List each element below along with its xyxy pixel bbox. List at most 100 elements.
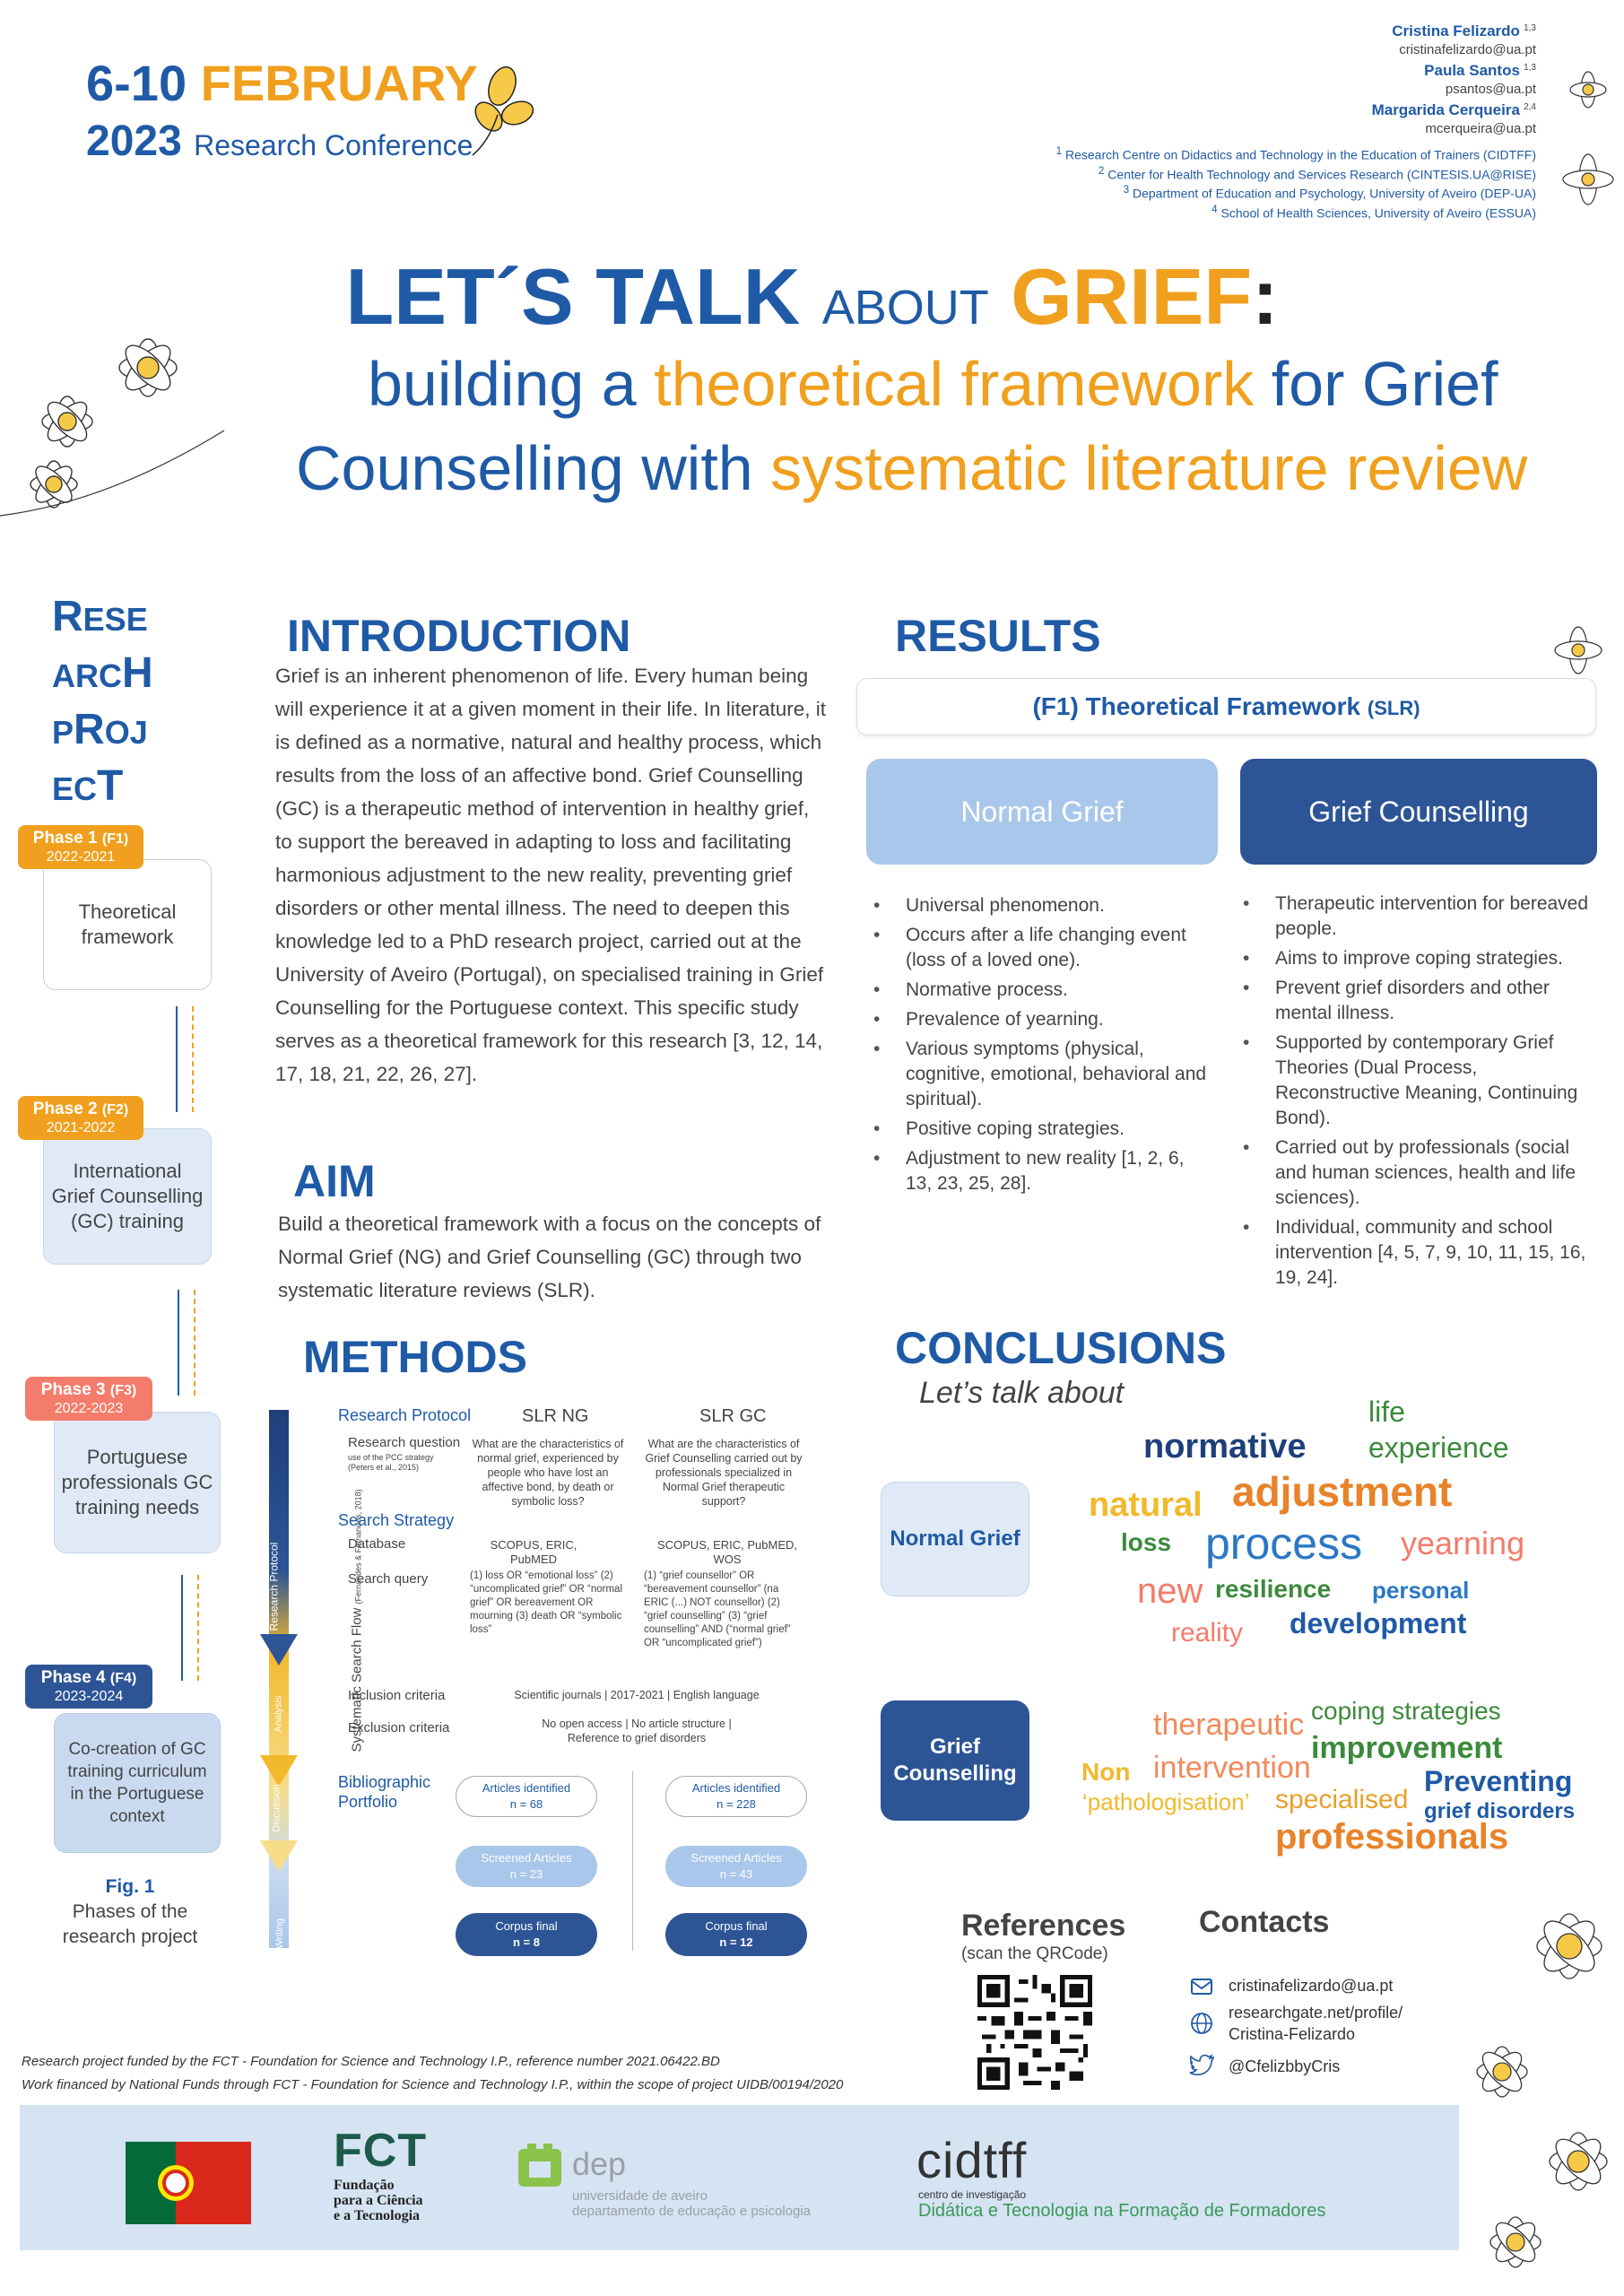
list-item: Normative process. — [873, 978, 1214, 1003]
list-item: Positive coping strategies. — [873, 1117, 1214, 1142]
db-ng: SCOPUS, ERIC, PubMED — [490, 1538, 578, 1566]
col-slr-ng: SLR NG — [522, 1406, 589, 1426]
word-non: Non — [1081, 1758, 1131, 1786]
word-intervention: intervention — [1153, 1751, 1311, 1785]
aim-text: Build a theoretical framework with a foc… — [278, 1213, 821, 1301]
list-item: Universal phenomenon. — [873, 893, 1214, 918]
contact-researchgate[interactable]: researchgate.net/profile/Cristina-Feliza… — [1229, 2004, 1403, 2043]
phase-1-tag: Phase 1 (F1)2022-2021 — [18, 825, 143, 869]
word-normative: normative — [1143, 1428, 1307, 1465]
introduction-text: Grief is an inherent phenomenon of life.… — [275, 665, 827, 1085]
white-flower-icon — [1562, 71, 1614, 205]
phase-1-box: Theoretical framework — [43, 859, 212, 990]
contact-email[interactable]: cristinafelizardo@ua.pt — [1229, 1977, 1394, 1995]
database-label: Database — [348, 1536, 406, 1552]
research-project-label: RESE ARCH PROJ ECT — [52, 593, 153, 810]
word-life: life — [1368, 1396, 1405, 1428]
search-strategy-label: Search Strategy — [338, 1511, 455, 1529]
list-item: Adjustment to new reality [1, 2, 6, 13, … — [873, 1146, 1214, 1196]
references-sub: (scan the QRCode) — [961, 1944, 1108, 1963]
fct-logo: FCT — [334, 2125, 428, 2177]
list-item: Carried out by professionals (social and… — [1243, 1135, 1593, 1211]
search-query-label: Search query — [348, 1571, 429, 1587]
flow-side-label: Systematic Search Flow (Fernandes & Fern… — [349, 1489, 365, 1752]
normal-grief-header: Normal Grief — [866, 759, 1218, 865]
list-item: Supported by contemporary Grief Theories… — [1243, 1031, 1593, 1131]
word-adjustment: adjustment — [1232, 1468, 1453, 1515]
search-flow-arrow — [260, 1410, 298, 1948]
phase-3-tag: Phase 3 (F3)2022-2023 — [25, 1377, 152, 1421]
sq-ng: (1) loss OR “emotional loss” (2) “uncomp… — [470, 1570, 623, 1635]
phase-4-box: Co-creation of GC training curriculum in… — [54, 1713, 221, 1853]
poster-subtitle-line1: building a theoretical framework for Gri… — [368, 349, 1498, 419]
phase-connector — [176, 1006, 178, 1112]
conference-year: 2023 Research Conference — [86, 117, 473, 165]
word-therapeutic: therapeutic — [1153, 1708, 1305, 1742]
phase-connector — [194, 1290, 195, 1396]
cidtff-logo-text: centro de investigação Didática e Tecnol… — [918, 2188, 1326, 2221]
exclusion-label: Exclusion criteria — [348, 1720, 450, 1735]
phase-3-box: Portuguese professionals GC training nee… — [54, 1412, 221, 1553]
phase-connector — [197, 1575, 199, 1681]
word-grief-disorders: grief disorders — [1424, 1799, 1576, 1823]
flow-label-analysis: Analysis — [273, 1695, 284, 1733]
grief-counselling-tag: Grief Counselling — [881, 1700, 1029, 1821]
word-personal: personal — [1372, 1577, 1470, 1604]
phase-2-tag: Phase 2 (F2)2021-2022 — [18, 1096, 143, 1140]
twitter-icon — [1189, 2054, 1214, 2075]
grief-counselling-list: Therapeutic intervention for bereaved pe… — [1243, 891, 1593, 1295]
word-new: new — [1137, 1571, 1203, 1611]
author-email[interactable]: mcerqueira@ua.pt — [1425, 121, 1536, 136]
affiliations: 1 Research Centre on Didactics and Techn… — [1055, 145, 1536, 221]
yellow-flower-icon — [472, 66, 534, 156]
inclusion-text: Scientific journals | 2017-2021 | Englis… — [514, 1689, 760, 1701]
db-gc: SCOPUS, ERIC, PubMED, WOS — [656, 1538, 798, 1566]
white-flower-icon — [1476, 1913, 1608, 2268]
funding-line-2: Work financed by National Funds through … — [22, 2077, 844, 2092]
white-flower-icon — [0, 338, 225, 517]
normal-grief-tag: Normal Grief — [881, 1482, 1029, 1596]
word-development: development — [1290, 1607, 1467, 1639]
word-loss: loss — [1121, 1528, 1172, 1556]
inclusion-label: Inclusion criteria — [348, 1688, 446, 1703]
cidtff-logo: cidtff — [916, 2132, 1028, 2188]
portfolio-divider — [632, 1771, 633, 1951]
authors-block: Cristina Felizardo 1,3 cristinafelizardo… — [908, 20, 1536, 138]
sq-gc: (1) “grief counsellor” OR “bereavement c… — [644, 1570, 791, 1648]
conclusions-heading: CONCLUSIONS — [895, 1323, 1227, 1373]
portfolio-label: Bibliographic Portfolio — [338, 1773, 431, 1811]
word-pathologisation: ‘pathologisation’ — [1082, 1788, 1250, 1815]
flow-label-writing: Writing — [274, 1918, 286, 1950]
word-resilience: resilience — [1215, 1575, 1332, 1603]
poster-subtitle-line2: Counselling with systematic literature r… — [296, 433, 1528, 503]
methods-heading: METHODS — [303, 1332, 527, 1382]
normal-grief-list: Universal phenomenon. Occurs after a lif… — [873, 893, 1214, 1201]
theoretical-framework-box: (F1) Theoretical Framework (SLR) — [856, 678, 1596, 735]
word-preventing: Preventing — [1424, 1765, 1573, 1797]
email-icon — [1191, 1979, 1212, 1995]
contacts-heading: Contacts — [1199, 1905, 1330, 1939]
word-reality: reality — [1171, 1618, 1244, 1648]
phase-4-tag: Phase 4 (F4)2023-2024 — [25, 1665, 152, 1709]
word-improvement: improvement — [1311, 1731, 1503, 1765]
poster-title: LET´S TALK ABOUT GRIEF: — [345, 252, 1279, 341]
list-item: Aims to improve coping strategies. — [1243, 946, 1593, 971]
list-item: Prevent grief disorders and other mental… — [1243, 976, 1593, 1026]
author-email[interactable]: cristinafelizardo@ua.pt — [1399, 42, 1536, 57]
word-specialised: specialised — [1275, 1785, 1409, 1814]
phase-connector — [178, 1290, 179, 1396]
grief-counselling-header: Grief Counselling — [1240, 759, 1597, 865]
qr-code[interactable] — [977, 1975, 1092, 2090]
contact-twitter[interactable]: @CfelizbbyCris — [1229, 2057, 1341, 2075]
author-email[interactable]: psantos@ua.pt — [1445, 82, 1536, 97]
introduction-heading: INTRODUCTION — [287, 611, 631, 661]
phase-2-box: International Grief Counselling (GC) tra… — [43, 1128, 212, 1265]
